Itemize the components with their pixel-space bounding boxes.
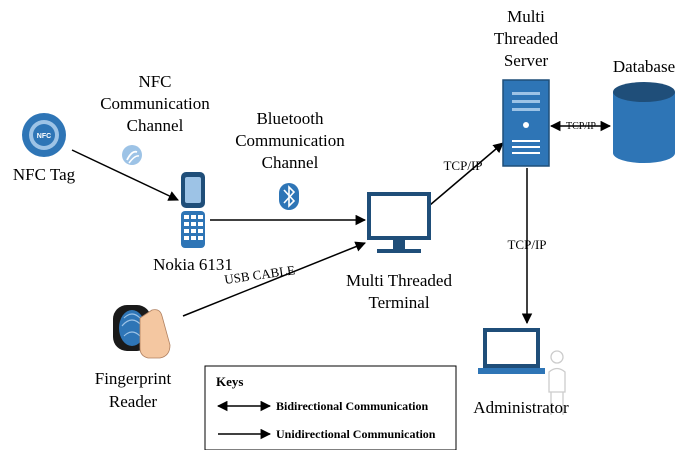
edge-fingerprint-to-terminal [182, 241, 366, 317]
server-database-tcp-label: TCP/IP [566, 121, 596, 132]
bluetooth-channel-label-3: Channel [262, 153, 319, 172]
keys-bidirectional-label: Bidirectional Communication [276, 399, 428, 413]
bluetooth-icon [279, 183, 299, 210]
terminal-icon [367, 192, 431, 253]
nfc-wave-icon [122, 145, 142, 165]
terminal-server-tcp-label: TCP/IP [443, 158, 482, 173]
edge-terminal-to-server [429, 142, 504, 206]
nfc-tag-label: NFC Tag [13, 165, 76, 184]
fingerprint-label-1: Fingerprint [95, 369, 172, 388]
database-icon [613, 82, 675, 163]
phone-icon [181, 172, 205, 248]
administrator-person-icon [548, 350, 566, 415]
nfc-channel-label-2: Communication [100, 94, 210, 113]
nfc-tag-icon: NFC [22, 113, 66, 157]
fingerprint-reader-icon [113, 305, 171, 359]
nfc-channel-label-1: NFC [138, 72, 171, 91]
server-icon [502, 79, 550, 167]
bluetooth-channel-label-2: Communication [235, 131, 345, 150]
keys-title: Keys [216, 374, 243, 389]
database-label: Database [613, 57, 675, 76]
nokia-label: Nokia 6131 [153, 255, 233, 274]
terminal-label-2: Terminal [368, 293, 429, 312]
terminal-label-1: Multi Threaded [346, 271, 452, 290]
administrator-label: Administrator [473, 398, 569, 417]
keys-legend: Keys Bidirectional Communication Unidire… [204, 365, 457, 450]
server-admin-tcp-label: TCP/IP [507, 237, 546, 252]
edge-nfc-to-phone [71, 149, 179, 201]
bluetooth-channel-label-1: Bluetooth [256, 109, 324, 128]
server-label-3: Server [504, 51, 549, 70]
nfc-channel-label-3: Channel [127, 116, 184, 135]
administrator-computer-icon [478, 328, 545, 374]
keys-unidirectional-label: Unidirectional Communication [276, 427, 436, 441]
fingerprint-label-2: Reader [109, 392, 157, 411]
server-label-1: Multi [507, 7, 545, 26]
nfc-tag-text: NFC [37, 133, 51, 140]
server-label-2: Threaded [494, 29, 559, 48]
usb-cable-label: USB CABLE [223, 262, 296, 287]
